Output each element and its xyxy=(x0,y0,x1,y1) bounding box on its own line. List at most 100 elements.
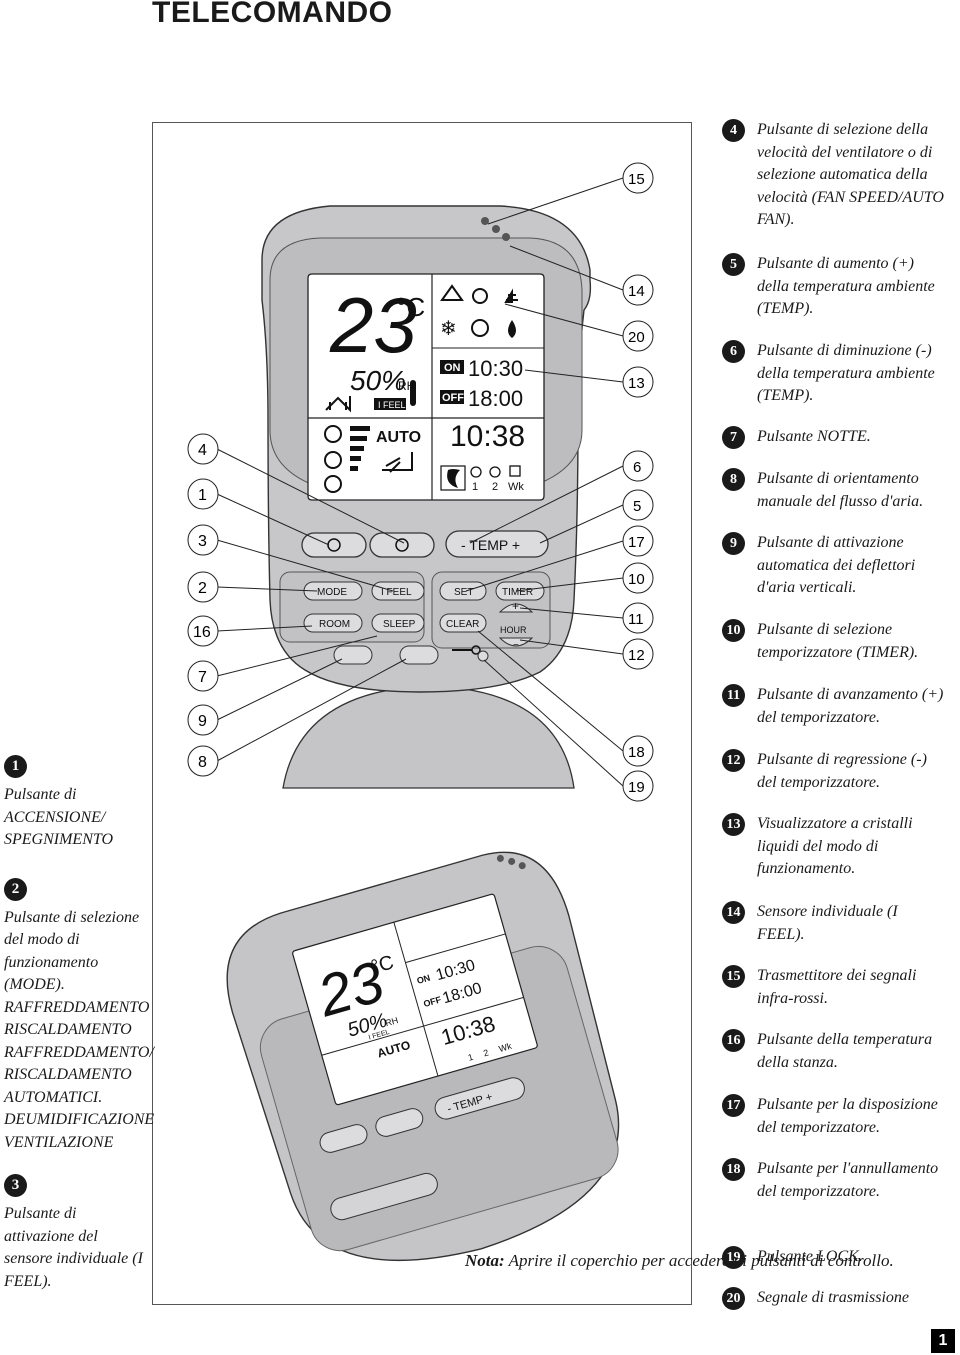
note-label: Nota: xyxy=(465,1251,505,1270)
auto-swing-button[interactable] xyxy=(333,645,373,665)
legend-text: Pulsante di orientamento manuale del flu… xyxy=(757,470,924,510)
legend-text: Pulsante di attivazione automatica dei d… xyxy=(757,534,916,596)
fan-mode-icon xyxy=(471,319,489,337)
cool-mode-icon: ❄ xyxy=(440,316,457,340)
home-temperature-icon xyxy=(325,396,351,413)
lcd-on-label: ON xyxy=(416,973,432,986)
ifeel-button[interactable] xyxy=(371,581,425,601)
callout-number: 10 xyxy=(628,571,645,588)
callout-number: 2 xyxy=(198,580,207,597)
power-button[interactable] xyxy=(301,532,367,558)
legend-number-badge: 19 xyxy=(722,1246,745,1269)
legend-item: 1 Pulsante di ACCENSIONE/ SPEGNIMENTO xyxy=(4,755,150,852)
lcd-timer-week: Wk xyxy=(508,481,524,493)
set-button-label: SET xyxy=(454,587,473,598)
note-text: Aprire il coperchio per accedere ai puls… xyxy=(508,1251,894,1270)
legend-number-badge: 2 xyxy=(4,877,27,901)
legend-number-badge: 16 xyxy=(722,1029,745,1052)
hour-minus-label: − xyxy=(513,640,519,651)
callout-number: 1 xyxy=(198,487,207,504)
page-title: TELECOMANDO xyxy=(152,0,393,29)
set-button[interactable] xyxy=(439,581,487,601)
legend-number-badge: 10 xyxy=(722,619,745,642)
lcd-humidity-unit: RH xyxy=(384,1015,399,1028)
room-button-label: ROOM xyxy=(319,619,350,630)
callout-numbers-left: 4 1 3 2 16 7 9 8 xyxy=(187,433,219,777)
callout-number: 19 xyxy=(628,779,645,796)
ir-transmitter-dot xyxy=(492,225,500,233)
callout-number: 3 xyxy=(198,533,207,550)
legend-text: Segnale di trasmissione xyxy=(757,1289,909,1306)
thermometer-icon xyxy=(410,380,416,406)
legend-item: 12 Pulsante di regressione (-) del tempo… xyxy=(722,749,948,794)
legend-item: 3 Pulsante di attivazione del sensore in… xyxy=(4,1174,150,1293)
legend-number-badge: 1 xyxy=(4,755,27,778)
fan-speed-button[interactable] xyxy=(373,1106,425,1138)
legend-item: 7 Pulsante NOTTE. xyxy=(722,426,948,449)
callout-number: 9 xyxy=(198,713,207,730)
legend-item: 11 Pulsante di avanzamento (+) del tempo… xyxy=(722,684,948,729)
lcd-timer-day-2: 2 xyxy=(492,481,498,493)
room-button[interactable] xyxy=(303,613,363,633)
legend-number-badge: 6 xyxy=(722,340,745,363)
ifeel-button-label: I FEEL xyxy=(381,587,412,598)
legend-number-badge: 13 xyxy=(722,813,745,836)
power-button[interactable] xyxy=(318,1122,370,1154)
legend-text: Pulsante di avanzamento (+) del temporiz… xyxy=(757,686,944,726)
ir-transmitter-dot xyxy=(518,862,526,870)
heat-mode-icon xyxy=(472,288,488,304)
legend-text: Sensore individuale (I FEEL). xyxy=(757,903,898,943)
legend-number-badge: 5 xyxy=(722,253,745,276)
callout-number: 20 xyxy=(628,329,645,346)
legend-number-badge: 8 xyxy=(722,468,745,491)
callout-number: 12 xyxy=(628,647,645,664)
lcd-timer-day-1: 1 xyxy=(467,1052,475,1063)
legend-number-badge: 11 xyxy=(722,684,745,707)
legend-text: Trasmettitore dei segnali infra-rossi. xyxy=(757,967,917,1007)
temp-button[interactable] xyxy=(445,530,549,558)
callout-numbers-right: 15 14 20 13 6 5 17 10 11 12 18 19 xyxy=(622,162,654,802)
remote-open: 23 °C 50% RH I FEEL ❄ ON 10:30 OFF 18:00… xyxy=(261,205,592,789)
temp-button-label: - TEMP + xyxy=(461,537,520,553)
legend-number-badge: 3 xyxy=(4,1174,27,1197)
fan-speed-button[interactable] xyxy=(369,532,435,558)
legend-text: Pulsante LOCK. xyxy=(757,1248,863,1265)
legend-text: Pulsante di selezione della velocità del… xyxy=(757,121,944,228)
temp-button[interactable] xyxy=(433,1075,528,1122)
timer-clock-icon xyxy=(489,466,501,478)
clear-button-label: CLEAR xyxy=(446,619,479,630)
legend-item: 10 Pulsante di selezione temporizzatore … xyxy=(722,619,948,664)
lock-button[interactable] xyxy=(477,650,489,662)
lcd-temp-unit: °C xyxy=(396,292,425,322)
lcd-off-time: 18:00 xyxy=(468,386,523,411)
hour-up-button[interactable] xyxy=(498,603,534,613)
week-icon xyxy=(509,465,521,477)
legend-text: Visualizzatore a cristalli liquidi del m… xyxy=(757,815,913,877)
timer-clock-icon xyxy=(470,466,482,478)
legend-number-badge: 15 xyxy=(722,965,745,988)
legend-text: Pulsante della temperatura della stanza. xyxy=(757,1031,933,1071)
hour-down-button[interactable] xyxy=(498,637,534,647)
clear-button[interactable] xyxy=(439,613,487,633)
ir-transmitter-dot xyxy=(496,854,504,862)
manual-swing-button[interactable] xyxy=(399,645,439,665)
ir-transmitter-dot xyxy=(508,857,516,865)
legend-text: Pulsante per la disposizione del tempori… xyxy=(757,1096,938,1136)
lcd-temperature: 23 xyxy=(329,281,417,369)
legend-item: 5 Pulsante di aumento (+) della temperat… xyxy=(722,253,948,321)
legend-item: 19 Pulsante LOCK. xyxy=(722,1246,948,1269)
legend-item: 8 Pulsante di orientamento manuale del f… xyxy=(722,468,948,513)
sleep-button[interactable] xyxy=(371,613,425,633)
louver-icon xyxy=(382,452,413,473)
mode-button[interactable] xyxy=(303,581,363,601)
fan-speed-icon xyxy=(324,425,342,443)
fan-speed-icon xyxy=(324,451,342,469)
night-icon xyxy=(447,469,460,488)
legend-left: 1 Pulsante di ACCENSIONE/ SPEGNIMENTO 2 … xyxy=(4,755,154,1303)
legend-item: 4 Pulsante di selezione della velocità d… xyxy=(722,119,948,232)
callout-number: 7 xyxy=(198,669,207,686)
callout-number: 17 xyxy=(628,534,645,551)
lcd-fan-mode: AUTO xyxy=(376,429,421,446)
legend-item: 6 Pulsante di diminuzione (-) della temp… xyxy=(722,340,948,408)
lcd-ifeel-badge: I FEEL xyxy=(378,400,406,410)
